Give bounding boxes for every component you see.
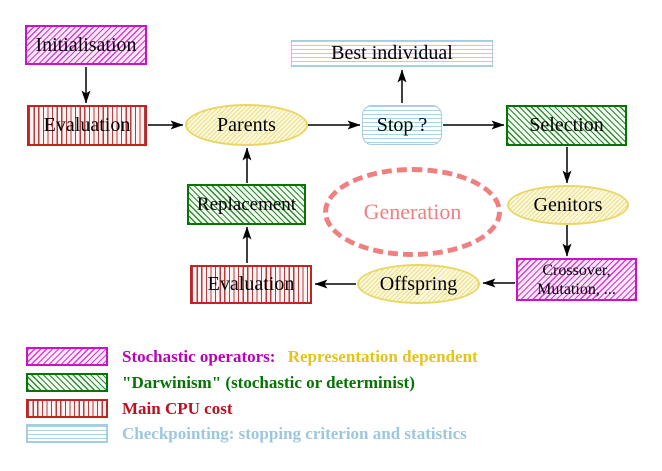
- node-selection: Selection: [506, 105, 627, 146]
- crossover-line: Crossover,: [542, 261, 611, 279]
- legend-label-cpu: Main CPU cost: [122, 399, 233, 418]
- node-genitors: Genitors: [507, 185, 629, 225]
- legend-swatch-checkpointing: [26, 424, 108, 443]
- legend-stochastic-text: Stochastic operators:: [122, 347, 276, 366]
- node-offspring: Offspring: [357, 264, 480, 304]
- legend-swatch-cpu: [26, 399, 108, 418]
- node-stop: Stop ?: [362, 105, 442, 145]
- node-evaluation-top: Evaluation: [27, 105, 147, 146]
- mutation-line: Mutation, ...: [537, 280, 616, 298]
- crossover-mutation-label: Crossover, Mutation, ...: [537, 261, 616, 299]
- legend-label-checkpointing: Checkpointing: stopping criterion and st…: [122, 424, 467, 443]
- legend-swatch-darwinism: [26, 373, 108, 392]
- legend-label-darwinism: "Darwinism" (stochastic or determinist): [122, 373, 415, 392]
- node-replacement: Replacement: [187, 184, 306, 225]
- node-initialisation: Initialisation: [25, 25, 147, 65]
- node-evaluation-bottom: Evaluation: [190, 265, 312, 304]
- node-crossover-mutation: Crossover, Mutation, ...: [516, 258, 637, 301]
- legend-label-stochastic: Stochastic operators: Representation dep…: [122, 347, 478, 366]
- node-best-individual: Best individual: [291, 40, 493, 67]
- node-parents: Parents: [185, 104, 308, 146]
- legend-swatch-stochastic: [26, 347, 108, 366]
- legend-representation-text: Representation dependent: [287, 347, 478, 366]
- generation-loop-ellipse: Generation: [323, 167, 502, 257]
